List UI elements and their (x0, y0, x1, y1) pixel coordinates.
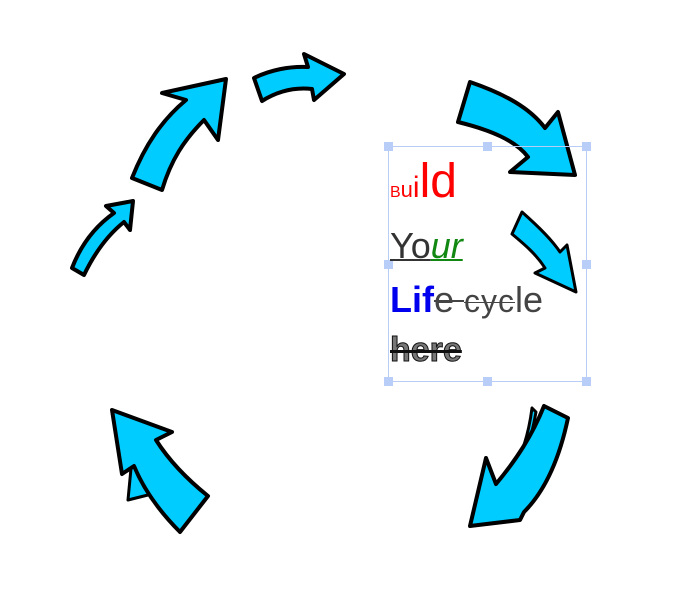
double-arrow-icon[interactable] (468, 404, 570, 528)
text-run: ur (430, 225, 463, 266)
resize-handle-top-left[interactable] (384, 142, 393, 151)
double-arrow-icon[interactable] (110, 408, 210, 534)
resize-handle-right[interactable] (582, 260, 591, 269)
curved-arrow-icon[interactable] (510, 210, 578, 294)
text-run: e (433, 279, 465, 320)
curved-arrow-icon[interactable] (456, 80, 577, 177)
text-run: Yo (390, 225, 431, 266)
resize-handle-top[interactable] (483, 142, 492, 151)
text-line-your: Your (390, 224, 463, 276)
text-run: here (390, 331, 463, 370)
text-run: u (400, 177, 413, 202)
text-run: ld (419, 155, 457, 208)
resize-handle-bottom-right[interactable] (582, 377, 591, 386)
curved-arrow-icon[interactable] (70, 199, 135, 277)
text-run: Lif (390, 279, 434, 320)
text-line-build: Build (390, 154, 457, 221)
curved-arrow-icon[interactable] (252, 52, 346, 103)
styled-text-box[interactable]: Build Your Life cycle here (390, 150, 590, 380)
text-run: le (515, 279, 544, 320)
resize-handle-bottom-left[interactable] (384, 377, 393, 386)
text-selection-box[interactable] (384, 142, 591, 386)
text-line-lifecycle: Life cycle (390, 278, 543, 330)
resize-handle-top-right[interactable] (582, 142, 591, 151)
resize-handle-bottom[interactable] (483, 377, 492, 386)
text-line-here: here (390, 330, 463, 377)
curved-arrow-icon[interactable] (130, 77, 228, 192)
text-run: i (412, 171, 420, 204)
text-run: cyc (464, 283, 516, 319)
resize-handle-left[interactable] (384, 260, 393, 269)
text-run: B (390, 184, 401, 201)
